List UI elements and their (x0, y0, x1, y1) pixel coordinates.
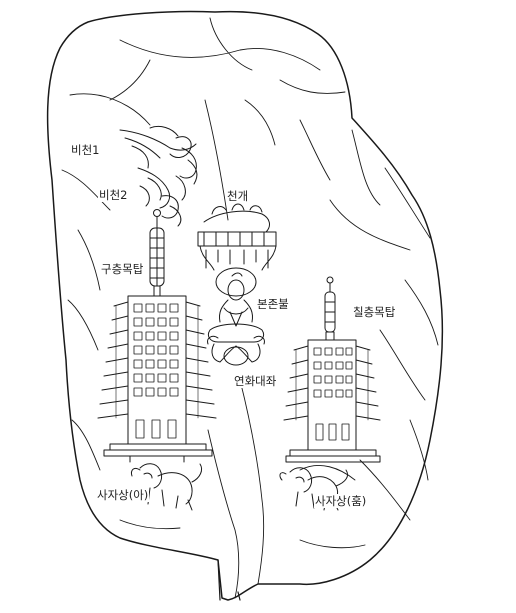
rock-stem (217, 559, 241, 601)
label-lotus-pedestal: 연화대좌 (233, 374, 278, 388)
rock-cracks (61, 17, 439, 599)
flying-celestial-1 (119, 125, 198, 185)
nine-storey-pagoda (97, 209, 217, 463)
lotus-pedestal (207, 335, 265, 366)
label-flying-celestial-1: 비천1 (70, 143, 101, 157)
main-buddha (207, 267, 265, 343)
label-seven-storey-pagoda: 칠층목탑 (352, 305, 397, 319)
label-lion-statue-a: 사자상(아) (96, 488, 150, 502)
rock-outline (46, 10, 444, 601)
label-main-buddha: 본존불 (256, 297, 290, 311)
label-nine-storey-pagoda: 구층목탑 (100, 262, 145, 276)
label-lion-statue-hum: 사자상(훔) (314, 494, 368, 508)
label-canopy: 천개 (226, 189, 250, 203)
flying-celestial-2 (137, 167, 186, 227)
label-flying-celestial-2: 비천2 (98, 188, 129, 202)
canopy (197, 203, 277, 271)
seven-storey-pagoda (283, 276, 381, 463)
lion-statue-a (131, 463, 203, 511)
